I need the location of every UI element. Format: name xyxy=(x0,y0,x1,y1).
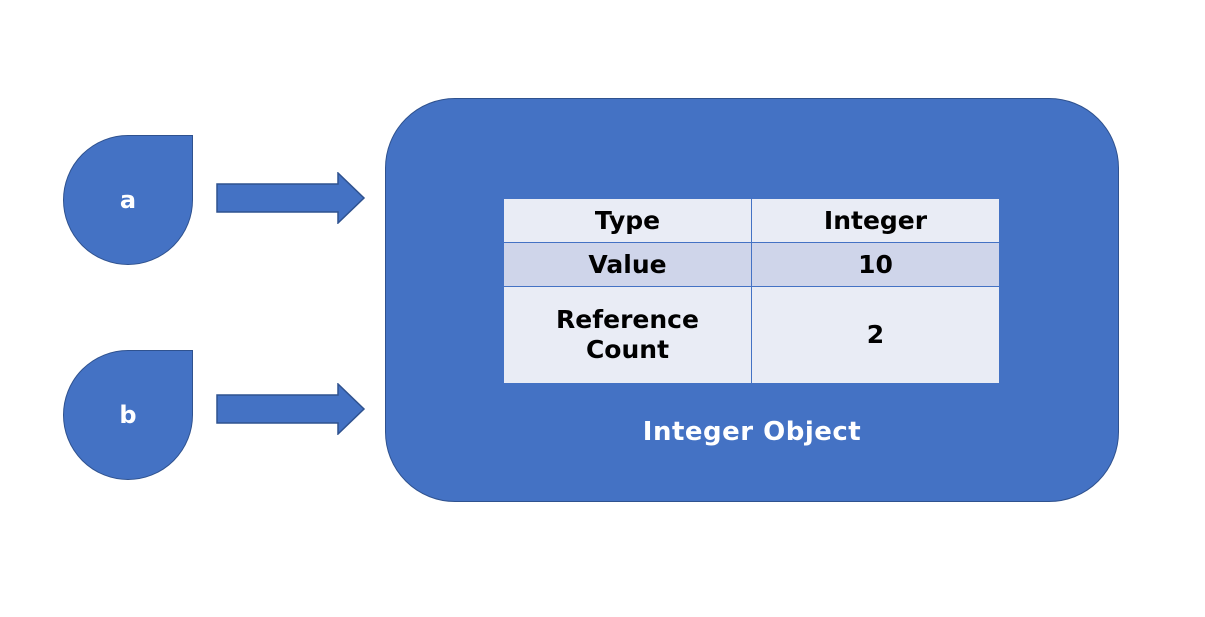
value-value-cell: 10 xyxy=(751,242,1000,287)
value-key-cell: Value xyxy=(503,242,752,287)
integer-object-box: Type Integer Value 10 Reference Count 2 … xyxy=(385,98,1119,502)
variable-b-label: b xyxy=(119,401,137,429)
variable-a-node: a xyxy=(63,135,193,265)
right-arrow-icon xyxy=(216,383,366,435)
type-key-cell: Type xyxy=(503,198,752,243)
table-row: Reference Count 2 xyxy=(503,286,1000,384)
variable-a-label: a xyxy=(119,186,137,214)
refcount-value-cell: 2 xyxy=(751,286,1000,384)
object-attributes-table: Type Integer Value 10 Reference Count 2 xyxy=(503,198,1000,384)
type-value-cell: Integer xyxy=(751,198,1000,243)
table-row: Value 10 xyxy=(503,242,1000,287)
right-arrow-icon xyxy=(216,172,366,224)
table-row: Type Integer xyxy=(503,198,1000,243)
refcount-key-cell: Reference Count xyxy=(503,286,752,384)
variable-b-node: b xyxy=(63,350,193,480)
object-caption: Integer Object xyxy=(642,417,862,447)
